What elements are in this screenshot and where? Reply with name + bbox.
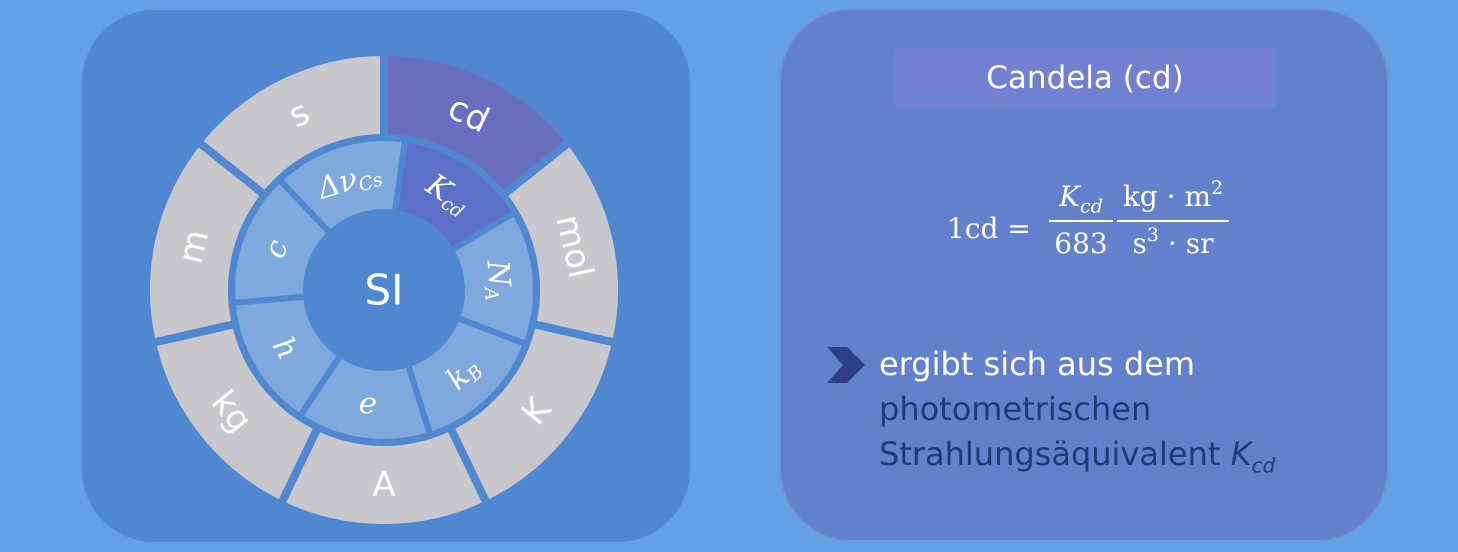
formula-kcd-symbol: K bbox=[1059, 180, 1081, 213]
formula-sr: · sr bbox=[1159, 227, 1214, 260]
candela-formula: 1cd = Kcd 683 kg · m2 s3 · sr bbox=[941, 170, 1241, 290]
formula-kcd-subscript: cd bbox=[1080, 195, 1103, 218]
chevron-right-icon bbox=[827, 347, 865, 383]
unit-info-panel: Candela (cd) 1cd = Kcd 683 kg · m2 s3 · … bbox=[779, 8, 1389, 542]
center-label: SI bbox=[364, 266, 403, 315]
formula-m-exponent: 2 bbox=[1211, 177, 1224, 199]
center-circle bbox=[306, 212, 462, 368]
unit-description: ergibt sich aus dem photometrischen Stra… bbox=[879, 342, 1275, 488]
formula-lhs: 1cd = bbox=[947, 212, 1031, 245]
formula-s: s bbox=[1132, 227, 1147, 260]
formula-683: 683 bbox=[1054, 227, 1108, 260]
unit-title: Candela (cd) bbox=[894, 48, 1276, 108]
formula-kg-m: kg · m bbox=[1122, 180, 1212, 213]
fraction-bar bbox=[1117, 220, 1229, 222]
description-line-1: ergibt sich aus dem bbox=[879, 345, 1196, 383]
description-line-3: Strahlungsäquivalent Kcd bbox=[879, 435, 1276, 478]
formula-fraction-units: kg · m2 s3 · sr bbox=[1117, 170, 1229, 270]
formula-s-exponent: 3 bbox=[1146, 224, 1159, 246]
kcd-symbol: Kcd bbox=[1230, 435, 1276, 478]
fraction-bar bbox=[1049, 220, 1113, 222]
unit-label-A: A bbox=[372, 465, 395, 505]
constant-label-1: NA bbox=[478, 258, 518, 302]
constant-label-3: e bbox=[357, 385, 379, 422]
description-line-2: photometrischen bbox=[879, 390, 1152, 428]
formula-fraction-constant: Kcd 683 bbox=[1049, 170, 1113, 270]
